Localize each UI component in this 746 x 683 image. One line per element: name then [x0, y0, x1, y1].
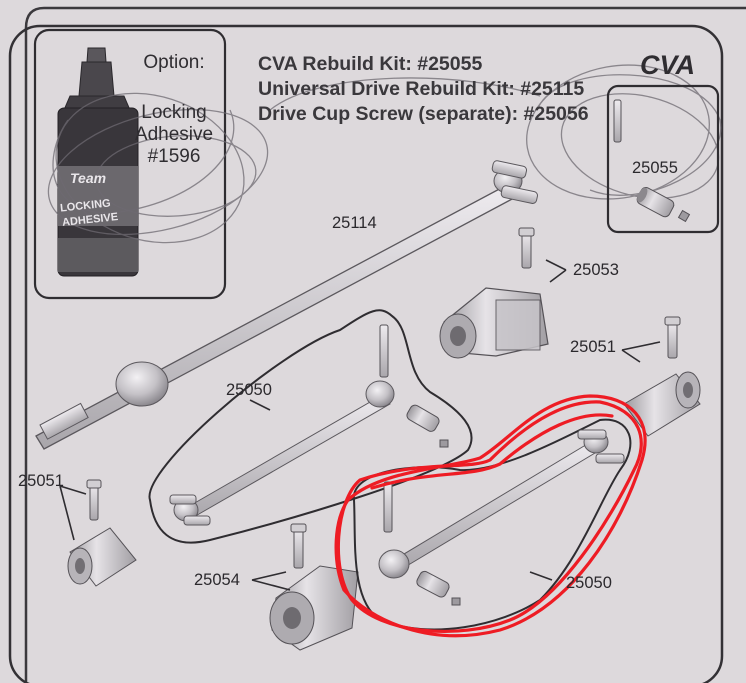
- option-box: [33, 28, 227, 300]
- leader-lines: [59, 259, 661, 591]
- drive-cup-25053: [439, 227, 549, 359]
- drive-cup-25054: [269, 523, 359, 651]
- option-line-1: Locking: [141, 102, 207, 123]
- red-highlight-marker: [334, 394, 647, 638]
- part-label-25055: 25055: [632, 159, 678, 177]
- kit-25055-parts: [613, 99, 691, 223]
- part-label-25053: 25053: [573, 261, 619, 279]
- cva-rebuild-kit-label: CVA Rebuild Kit: #25055: [258, 53, 483, 75]
- part-label-25114: 25114: [332, 214, 377, 232]
- locking-adhesive-bottle: [57, 47, 139, 277]
- drive-cup-screw-label: Drive Cup Screw (separate): #25056: [258, 103, 589, 125]
- pencil-scribbles: [47, 64, 722, 244]
- cva-25050-left-outline: [148, 309, 473, 544]
- page-frame: [8, 6, 746, 683]
- option-title: Option:: [143, 52, 205, 73]
- universal-rebuild-kit-label: Universal Drive Rebuild Kit: #25115: [258, 78, 585, 100]
- part-label-25051-left: 25051: [18, 472, 64, 490]
- option-part-number: #1596: [147, 146, 201, 167]
- drive-cup-25051-left: [67, 479, 137, 587]
- cva-assembly-right: [378, 429, 625, 606]
- part-label-25050-left: 25050: [226, 381, 272, 399]
- bottle-brand: Team: [70, 170, 107, 186]
- part-label-25050-right: 25050: [566, 574, 612, 592]
- cva-heading: CVA: [640, 50, 696, 80]
- part-label-25054: 25054: [194, 571, 240, 589]
- part-label-25051-right: 25051: [570, 338, 616, 356]
- kit-25055-box: [606, 84, 720, 234]
- option-line-2: Adhesive: [134, 124, 214, 145]
- drive-shaft-25114: [35, 160, 538, 450]
- drive-cup-25051-right: [623, 316, 701, 437]
- cva-assembly-left: [169, 324, 449, 526]
